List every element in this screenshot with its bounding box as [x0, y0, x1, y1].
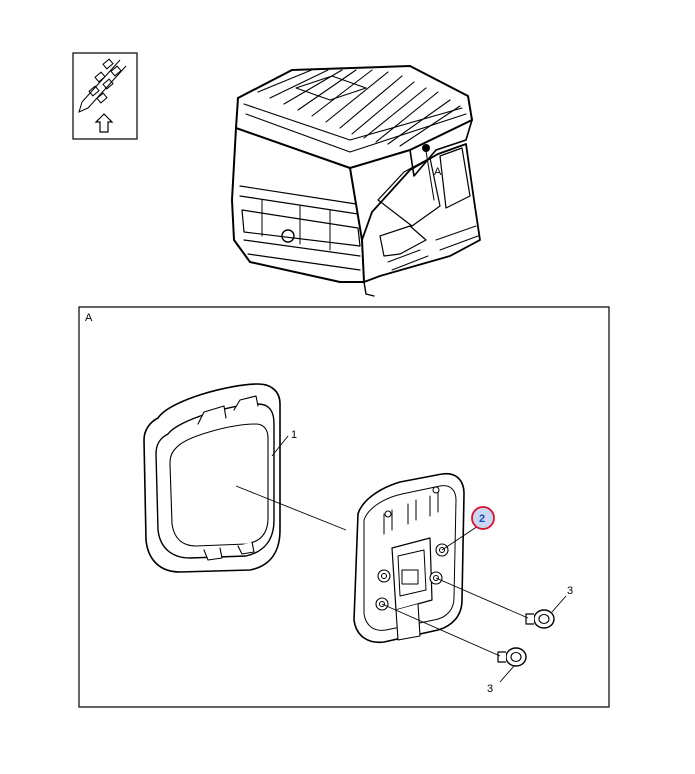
detail-frame-label: A — [85, 312, 93, 324]
callout-1: 1 — [291, 429, 297, 441]
bracket-part-2 — [353, 472, 465, 644]
leader-lines — [235, 435, 567, 683]
callout-2-highlight — [471, 506, 495, 530]
view-ref-label: A — [434, 166, 442, 178]
callout-3-upper: 3 — [567, 585, 573, 597]
detail-frame — [78, 306, 610, 708]
screw-part-3-lower — [497, 647, 527, 667]
wiring-direction-icon — [72, 52, 138, 140]
callout-3-lower: 3 — [487, 683, 493, 695]
screw-part-3-upper — [525, 609, 555, 629]
lamp-part-1 — [143, 383, 281, 573]
callout-2: 2 — [479, 513, 485, 525]
truck-cab-overview — [231, 65, 481, 297]
